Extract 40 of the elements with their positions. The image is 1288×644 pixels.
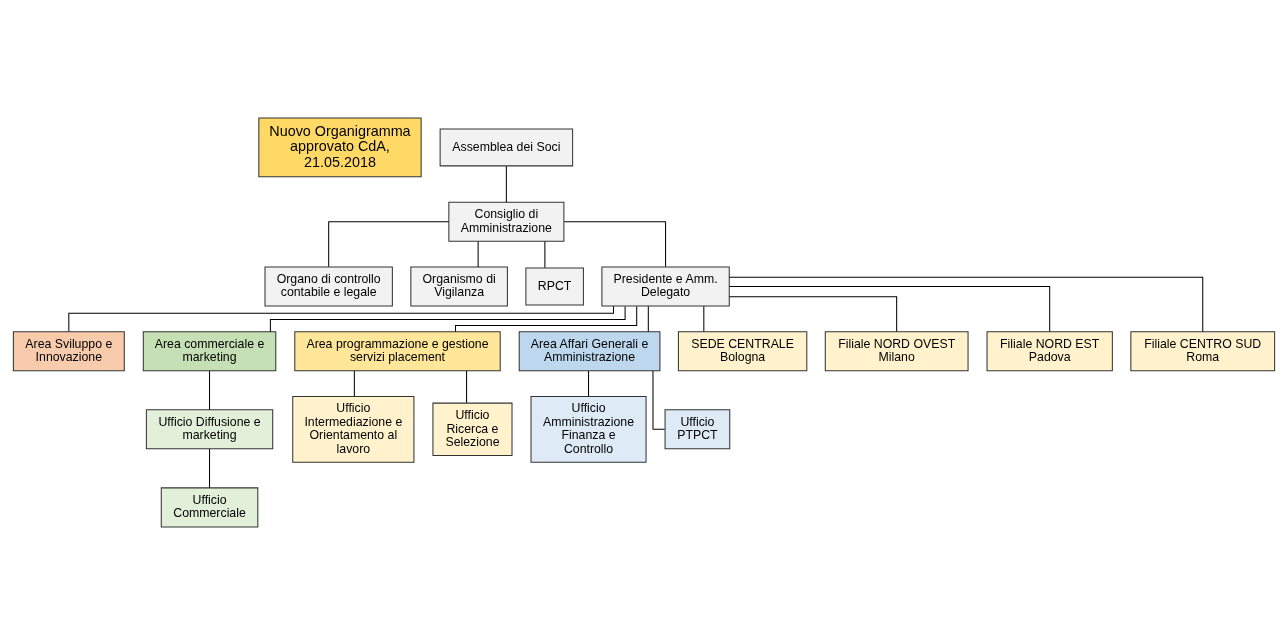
connector [68,305,614,332]
connector [728,276,1204,332]
node-box: Area Affari Generali e Amministrazione [518,330,661,371]
connector [703,305,705,332]
node-box: SEDE CENTRALE Bologna [677,330,808,371]
node-box: Organo di controllo contabile e legale [264,266,393,307]
connector [588,369,590,397]
node-box: Consiglio di Amministrazione [448,201,565,242]
node-box: Nuovo Organigramma approvato CdA, 21.05.2018 [258,117,422,177]
connector [209,369,211,410]
connector [269,305,626,332]
node-box: Presidente e Amm. Delegato [601,266,730,307]
node-box: Filiale NORD OVEST Milano [824,330,969,371]
connector [455,305,638,332]
connector [353,369,355,397]
node-box: Ufficio Diffusione e marketing [145,408,274,449]
node-box: Ufficio Intermediazione e Orientamento al lavoro [292,395,415,463]
node-box: Ufficio PTPCT [664,408,731,449]
node-box: Filiale NORD EST Padova [986,330,1113,371]
node-box: RPCT [525,267,584,306]
connector [505,165,507,203]
connector [466,369,468,403]
connector [544,240,546,268]
connector [209,448,211,488]
node-box: Filiale CENTRO SUD Roma [1130,330,1276,371]
node-box: Ufficio Amministrazione Finanza e Controllo [530,395,647,463]
node-box: Area programmazione e gestione servizi placement [294,330,501,371]
node-box: Area commerciale e marketing [142,330,277,371]
connector [652,369,666,430]
node-box: Assemblea dei Soci [439,127,574,166]
node-box: Area Sviluppo e Innovazione [12,330,125,371]
connector [328,220,450,267]
node-box: Organismo di Vigilanza [410,266,508,307]
node-box: Ufficio Commerciale [160,486,259,527]
connector [728,285,1051,332]
connector [563,220,667,267]
node-box: Ufficio Ricerca e Selezione [432,402,513,456]
connector [647,305,649,332]
connector [728,295,898,332]
connector [477,240,479,267]
